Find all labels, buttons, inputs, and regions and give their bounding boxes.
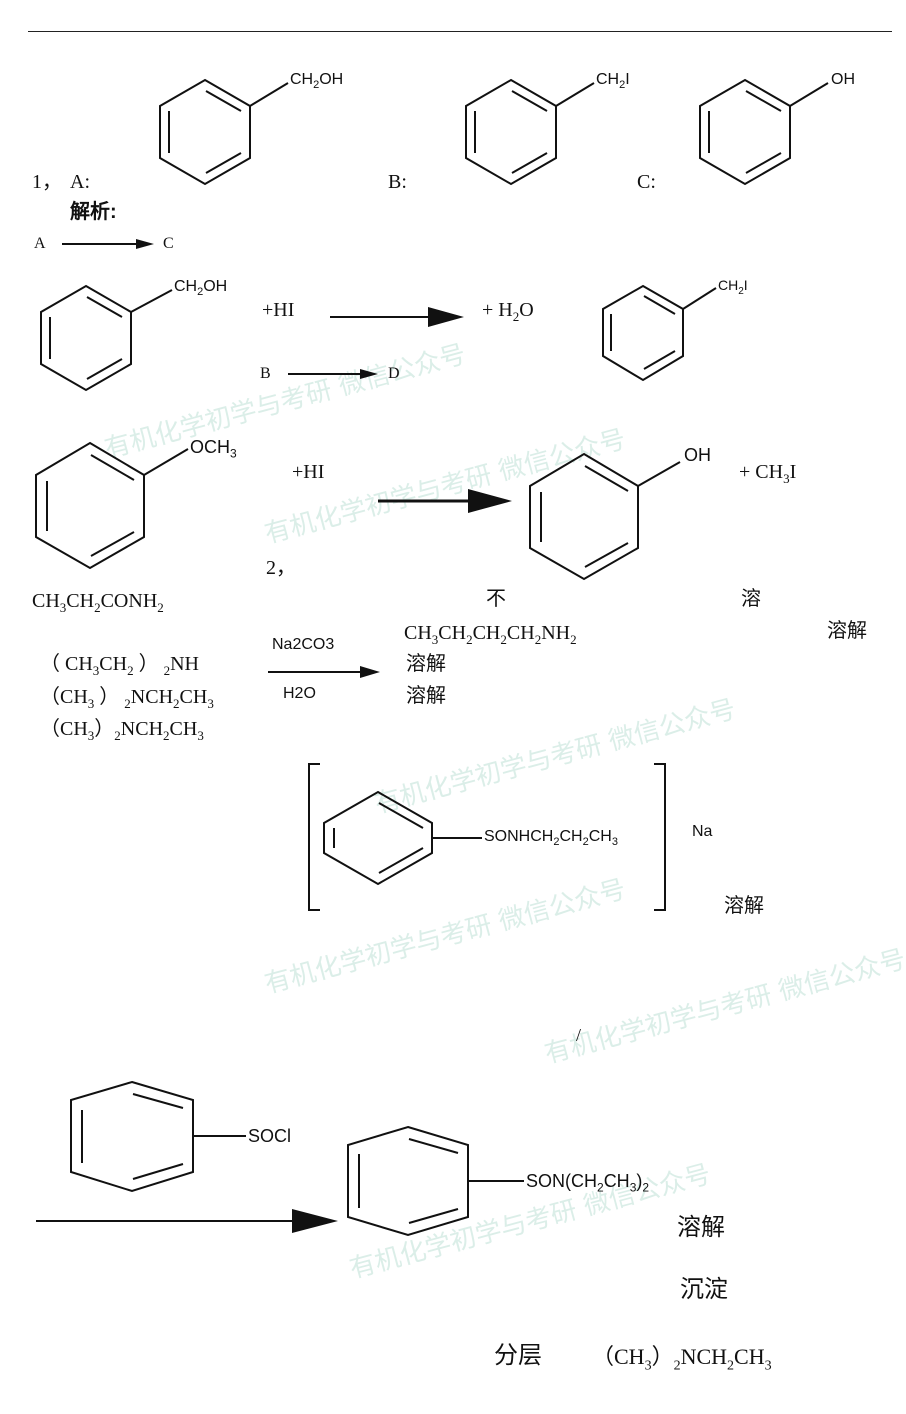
obs-rongjie-4: 溶解: [677, 1215, 725, 1241]
question-number-1: 1，: [32, 171, 62, 193]
compound-diethylamine: （ CH3CH2 ） 2NH: [40, 653, 199, 678]
top-rule: [28, 31, 892, 32]
question-number-2: 2，: [266, 557, 296, 579]
salt-sodium: Na: [692, 823, 713, 840]
r1-reagent: +HI: [262, 299, 295, 321]
benzene-ring-salt: [323, 790, 482, 886]
arrow-head: [360, 369, 378, 379]
arrow-label-a: A: [34, 235, 46, 252]
benzene-ring-phenol: [529, 452, 681, 581]
r1-product-substituent: CH2I: [718, 277, 748, 297]
arrow-head: [468, 489, 512, 513]
compound-dimethylethylamine-2: （CH3）2NCH2CH3: [40, 718, 204, 743]
arrow-head: [292, 1209, 338, 1233]
r1-byproduct: + H2O: [482, 299, 534, 324]
obs-rong: 溶: [741, 588, 761, 610]
obs-rongjie-2: 溶解: [406, 653, 446, 675]
obs-rongjie-1: 溶解: [827, 620, 867, 642]
compound-propanamide: CH3CH2CONH2: [32, 590, 164, 615]
arrow-head: [360, 666, 380, 678]
salt-substituent: SONHCH2CH2CH3: [484, 828, 618, 849]
final-compound: （CH3）2NCH2CH3: [592, 1344, 772, 1374]
arrow-label-b: B: [260, 365, 271, 382]
label-a: A:: [70, 171, 90, 193]
reagent-h2o: H2O: [283, 685, 316, 702]
r1-substituent: CH2OH: [174, 278, 228, 299]
benzene-ring-sulfonyl-chloride: [70, 1080, 246, 1193]
r2-product-substituent: OH: [684, 445, 711, 465]
label-b: B:: [388, 171, 407, 193]
obs-bu: 不: [486, 588, 506, 610]
sulfonyl-chloride-substituent: SOCl: [248, 1126, 292, 1146]
arrow-label-d: D: [388, 365, 400, 382]
slash-mark: /: [576, 1025, 582, 1045]
obs-fenceng: 分层: [494, 1343, 542, 1369]
label-c: C:: [637, 171, 656, 193]
benzene-ring-c: [699, 78, 829, 186]
compound-butylamine: CH3CH2CH2CH2NH2: [404, 622, 577, 647]
arrow-head: [136, 239, 154, 249]
benzene-ring-r1: [40, 284, 173, 392]
substituent-ch2oh: CH2OH: [290, 71, 344, 92]
arrow-head: [428, 307, 464, 327]
benzene-ring-anisole: [35, 441, 189, 570]
r2-substituent: OCH3: [190, 437, 237, 461]
r2-byproduct: + CH3I: [739, 461, 797, 486]
salt-rongjie: 溶解: [724, 895, 764, 917]
analysis-heading: 解析:: [70, 201, 117, 223]
benzene-ring-b: [465, 78, 595, 186]
reagent-na2co3: Na2CO3: [272, 636, 335, 653]
benzene-ring-r1-product: [602, 284, 717, 382]
compound-dimethylethylamine-1: （CH3 ） 2NCH2CH3: [40, 686, 214, 711]
substituent-ch2i: CH2I: [596, 71, 630, 92]
obs-chendian: 沉淀: [680, 1277, 728, 1303]
sulfonamide-substituent: SON(CH2CH3)2: [526, 1171, 650, 1195]
arrow-label-c: C: [163, 235, 174, 252]
r2-reagent: +HI: [292, 461, 325, 483]
substituent-oh: OH: [831, 71, 855, 88]
benzene-ring-a: [159, 78, 289, 186]
benzene-ring-sulfonamide-product: [347, 1125, 524, 1237]
obs-rongjie-3: 溶解: [406, 685, 446, 707]
